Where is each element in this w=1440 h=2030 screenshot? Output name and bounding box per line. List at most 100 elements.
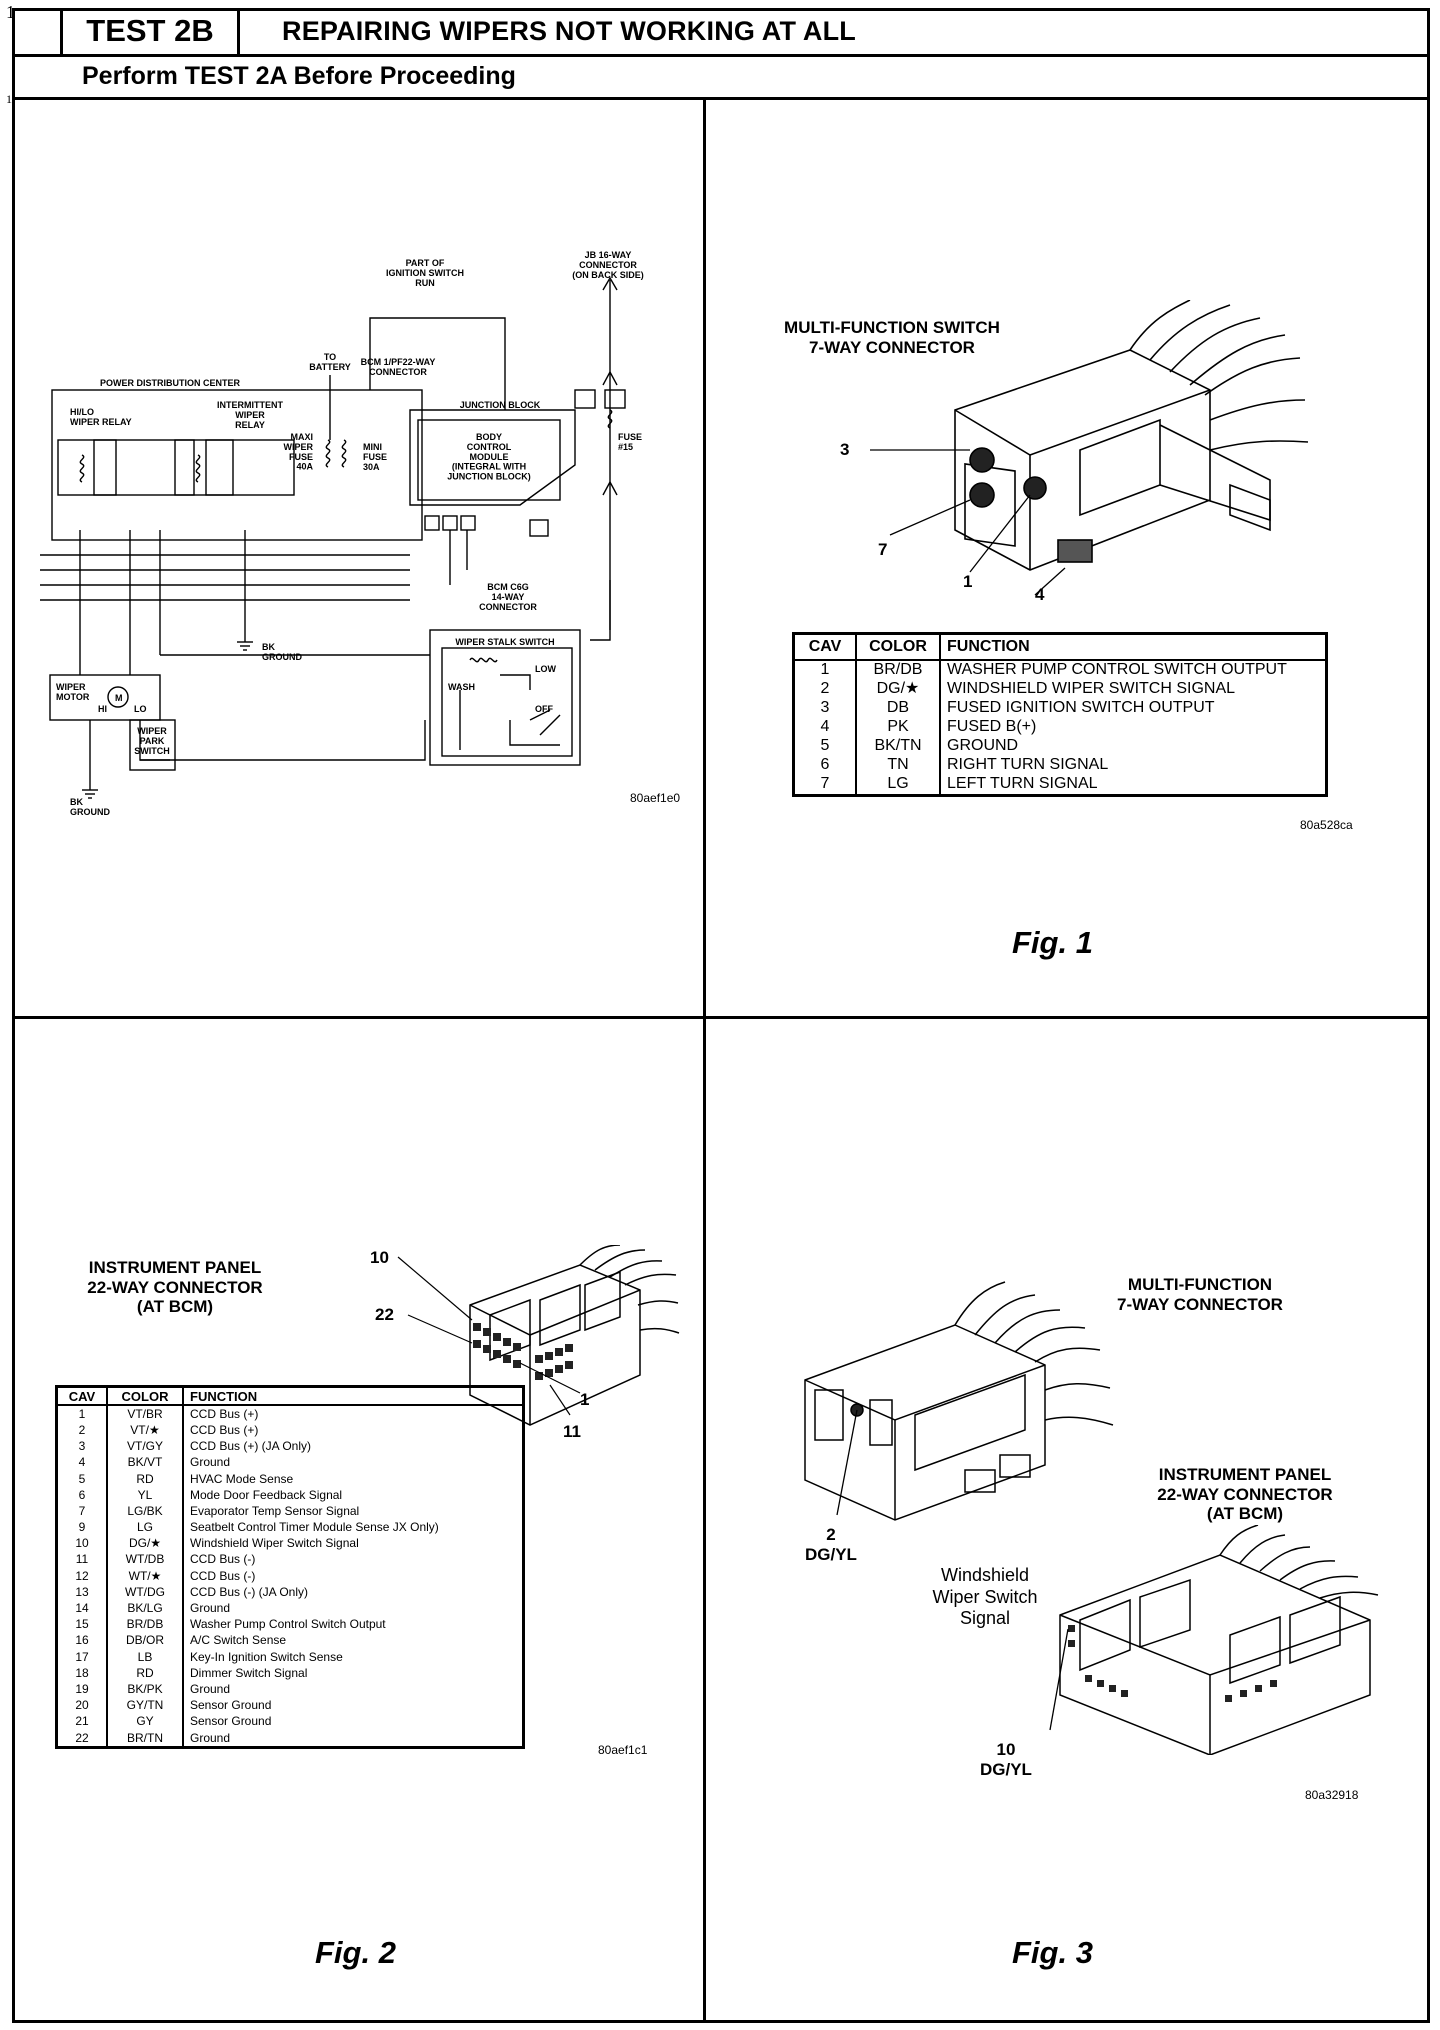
cell-cav: 1 (793, 660, 857, 680)
fig1-connector-drawing (870, 300, 1309, 596)
cell-color: TN (856, 756, 941, 775)
cell-cav: 20 (56, 1697, 108, 1714)
label-lo: LO (134, 704, 147, 714)
fig3-pin2: 2 DG/YL (805, 1525, 857, 1564)
cell-color: BR/DB (107, 1616, 184, 1633)
cell-cav: 9 (56, 1519, 108, 1536)
cell-color: BK/PK (107, 1681, 184, 1698)
label-off: OFF (535, 704, 553, 714)
cell-color: GY (107, 1713, 184, 1730)
cell-cav: 10 (56, 1535, 108, 1552)
col-color: COLOR (107, 1386, 184, 1406)
cell-function: CCD Bus (-) (190, 1568, 256, 1583)
cell-color: VT/★ (107, 1422, 184, 1439)
cell-function: CCD Bus (-) (190, 1552, 256, 1567)
cell-color: WT/★ (107, 1567, 184, 1585)
cell-cav: 2 (56, 1422, 108, 1439)
label-motor-m: M (115, 693, 123, 703)
fig3-ip-title: INSTRUMENT PANEL 22-WAY CONNECTOR (AT BC… (1157, 1465, 1333, 1524)
cell-cav: 3 (56, 1438, 108, 1455)
cell-color: DG/★ (856, 680, 941, 699)
cell-color: VT/BR (107, 1405, 184, 1423)
fig2-label: Fig. 2 (315, 1935, 396, 1970)
fig2-callout-1: 1 (580, 1390, 590, 1409)
divider (12, 54, 1430, 57)
cell-function: Ground (190, 1601, 231, 1616)
col-function: FUNCTION (183, 1386, 524, 1406)
fig2-code: 80aef1c1 (598, 1743, 648, 1757)
col-color: COLOR (856, 633, 941, 661)
fig1-code: 80a528ca (1300, 818, 1353, 832)
fig1-callout-1: 1 (963, 572, 973, 591)
cell-color: BK/LG (107, 1600, 184, 1617)
test-title: REPAIRING WIPERS NOT WORKING AT ALL (282, 16, 856, 46)
fig1-label: Fig. 1 (1012, 925, 1093, 960)
column-divider (703, 97, 706, 2023)
cell-function: CCD Bus (+) (190, 1406, 259, 1421)
cell-color: PK (856, 718, 941, 737)
cell-color: WT/DG (107, 1584, 184, 1601)
cell-color: RD (107, 1470, 184, 1487)
fig1-callout-4: 4 (1035, 585, 1045, 604)
page-marker-small: 1 (6, 92, 12, 106)
cell-function: FUSED IGNITION SWITCH OUTPUT (947, 699, 1215, 717)
cell-function: Ground (190, 1681, 231, 1696)
cell-color: GY/TN (107, 1697, 184, 1714)
cell-cav: 1 (56, 1405, 108, 1423)
cell-function: RIGHT TURN SIGNAL (947, 756, 1109, 774)
cell-function: Dimmer Switch Signal (190, 1665, 308, 1680)
page-marker: 1 (6, 2, 15, 22)
fig3-signal-label: Windshield Wiper Switch Signal (932, 1565, 1038, 1629)
fig1-connector-title: MULTI-FUNCTION SWITCH 7-WAY CONNECTOR (784, 318, 1000, 357)
cell-function: GROUND (947, 737, 1019, 755)
cell-color: LG/BK (107, 1503, 184, 1520)
label-low: LOW (535, 664, 556, 674)
cell-color: LG (856, 775, 941, 796)
cell-function: Sensor Ground (190, 1698, 272, 1713)
cell-cav: 4 (56, 1454, 108, 1471)
cell-function: FUSED B(+) (947, 718, 1037, 736)
cell-color: BR/DB (856, 660, 941, 680)
cell-cav: 5 (56, 1470, 108, 1487)
fig2-callout-10: 10 (370, 1248, 389, 1267)
cell-function: Ground (190, 1730, 231, 1745)
divider (12, 97, 1430, 100)
cell-function: CCD Bus (+) (190, 1422, 259, 1437)
cell-function: Key-In Ignition Switch Sense (190, 1649, 343, 1664)
cell-color: VT/GY (107, 1438, 184, 1455)
cell-cav: 19 (56, 1681, 108, 1698)
schematic-code: 80aef1e0 (630, 791, 680, 805)
cell-cav: 22 (56, 1729, 108, 1748)
